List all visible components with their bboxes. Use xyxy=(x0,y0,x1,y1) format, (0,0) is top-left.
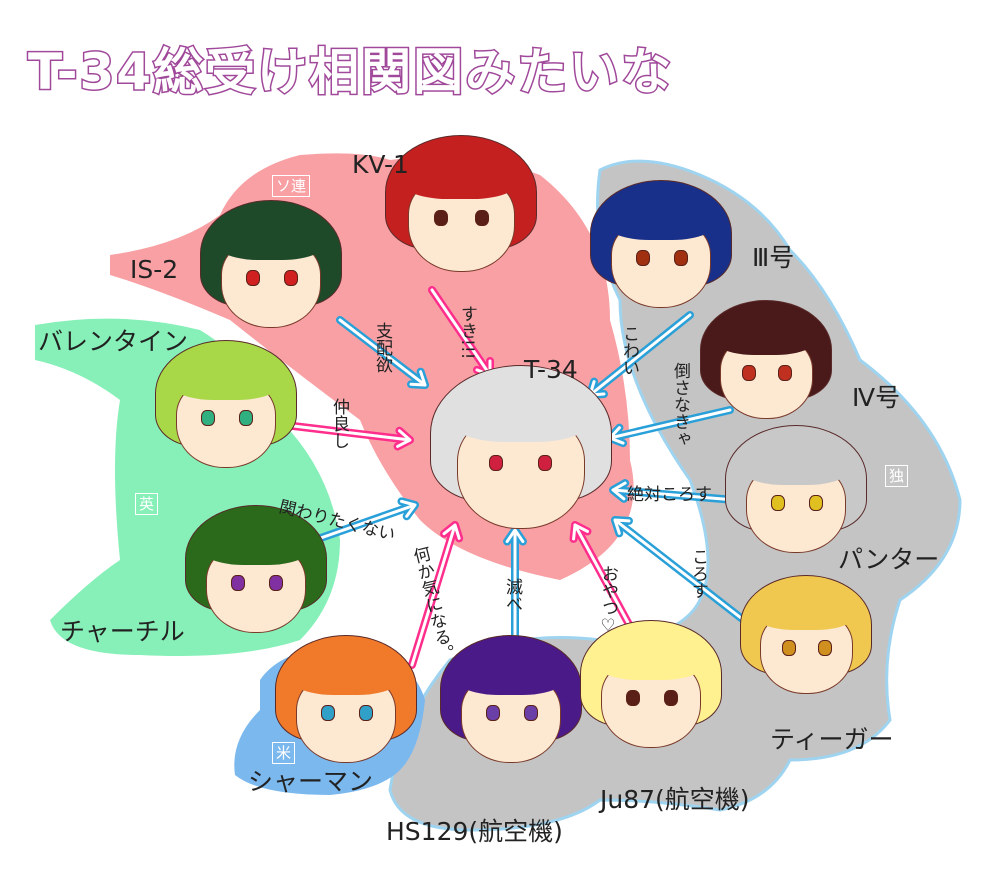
name-t34: T-34 xyxy=(524,355,578,384)
relation-panther: 絶対ころす xyxy=(627,485,712,505)
face-churchill xyxy=(185,505,327,645)
usa-tag: 米 xyxy=(272,742,296,764)
relation-pz4: 倒さなきゃ xyxy=(670,362,690,447)
name-sherman: シャーマン xyxy=(248,767,374,796)
eye xyxy=(538,455,552,471)
bangs xyxy=(590,627,710,680)
name-kv1: KV-1 xyxy=(352,150,409,179)
eye xyxy=(488,455,503,471)
eye xyxy=(778,365,792,381)
eye xyxy=(475,210,489,226)
face-t34 xyxy=(430,365,612,545)
eye xyxy=(524,705,538,721)
arrow-hs129 xyxy=(503,526,527,644)
relation-pz3: こわい xyxy=(619,325,639,376)
bangs xyxy=(749,581,861,631)
arrow-churchill xyxy=(311,497,419,544)
germany-tag: 独 xyxy=(885,465,909,487)
eye xyxy=(320,705,335,721)
eye xyxy=(200,410,215,426)
arrow-ju87 xyxy=(569,521,636,634)
name-hs129: HS129(航空機) xyxy=(386,817,563,846)
name-ju87: Ju87(航空機) xyxy=(600,785,750,814)
arrow-tiger xyxy=(611,516,754,629)
arrow-sherman xyxy=(408,521,464,669)
name-pz4: Ⅳ号 xyxy=(852,383,901,412)
relation-valentine: 仲良し xyxy=(329,398,349,449)
face-pz3 xyxy=(590,180,732,320)
relation-hs129: 滅べ xyxy=(502,578,522,612)
face-panther xyxy=(725,425,867,565)
bangs xyxy=(165,347,285,400)
name-pz3: Ⅲ号 xyxy=(752,243,795,272)
eye xyxy=(635,250,650,266)
eye xyxy=(284,270,298,286)
eye xyxy=(625,690,640,706)
face-tiger xyxy=(740,575,872,705)
soviet-tag: ソ連 xyxy=(272,175,311,197)
eye xyxy=(674,250,688,266)
eye xyxy=(269,575,283,591)
eye xyxy=(433,210,448,226)
relation-is2: 支配欲 xyxy=(372,322,392,373)
eye xyxy=(359,705,373,721)
name-tiger: ティーガー xyxy=(770,725,894,754)
relation-kv1: すき!!! xyxy=(457,305,477,360)
eye xyxy=(782,640,797,656)
eye xyxy=(239,410,253,426)
bangs xyxy=(195,512,315,565)
bangs xyxy=(285,642,405,695)
arrow-panther xyxy=(609,479,739,504)
eye xyxy=(809,495,823,511)
face-sherman xyxy=(275,635,417,775)
relation-ju87: おやつ♡ xyxy=(598,565,618,636)
bangs xyxy=(600,187,720,240)
bangs xyxy=(450,642,570,695)
relation-tiger: ころす xyxy=(688,548,708,599)
bangs xyxy=(396,142,524,199)
eye xyxy=(230,575,245,591)
face-pz4 xyxy=(700,300,832,430)
name-churchill: チャーチル xyxy=(60,617,185,646)
eye xyxy=(742,365,757,381)
bangs xyxy=(443,374,597,442)
arrow-is2 xyxy=(336,316,429,389)
face-kv1 xyxy=(385,135,537,285)
face-valentine xyxy=(155,340,297,480)
name-is2: IS-2 xyxy=(130,255,179,284)
name-panther: パンター xyxy=(838,545,940,574)
eye xyxy=(770,495,785,511)
face-hs129 xyxy=(440,635,582,775)
bangs xyxy=(709,306,821,356)
bangs xyxy=(210,207,330,260)
bangs xyxy=(735,432,855,485)
arrow-valentine xyxy=(281,421,414,451)
eye xyxy=(485,705,500,721)
face-ju87 xyxy=(580,620,722,760)
face-is2 xyxy=(200,200,342,340)
britain-tag: 英 xyxy=(135,493,159,515)
eye xyxy=(818,640,832,656)
eye xyxy=(245,270,260,286)
eye xyxy=(664,690,678,706)
page-title: T-34総受け相関図みたいな xyxy=(26,42,674,103)
name-valentine: バレンタイン xyxy=(38,327,189,356)
